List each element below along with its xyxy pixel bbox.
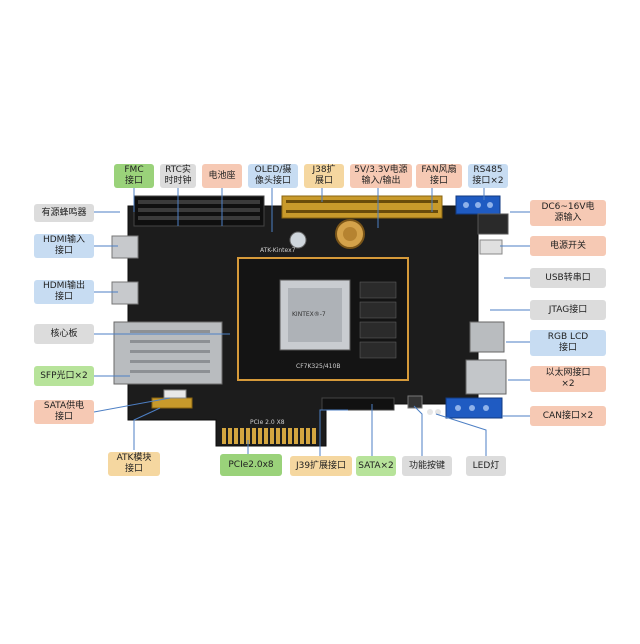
ethernet-jack (465, 359, 507, 395)
label-hdmi-out: HDMI输出 接口 (34, 280, 94, 304)
buzzer (289, 231, 307, 249)
led-group (427, 409, 441, 415)
dc-jack (477, 213, 509, 235)
func-key (407, 395, 423, 409)
label-func-key: 功能按键 (402, 456, 452, 476)
pcie-gold-fingers (222, 428, 316, 444)
label-pcie: PCIe2.0x8 (220, 454, 282, 476)
silk-board-name: ATK-Kintex7 (260, 247, 296, 254)
label-j38: J38扩 展口 (304, 164, 344, 188)
label-sata-power: SATA供电 接口 (34, 400, 94, 424)
label-hdmi-in: HDMI输入 接口 (34, 234, 94, 258)
label-led: LED灯 (466, 456, 506, 476)
label-rtc: RTC实 时时钟 (160, 164, 196, 188)
label-ethernet: 以太网接口 ×2 (530, 366, 606, 392)
sata-connector (321, 397, 395, 411)
silk-pcie: PCIe 2.0 X8 (250, 419, 285, 426)
label-power-switch: 电源开关 (530, 236, 606, 256)
sfp-holes (130, 330, 210, 373)
label-power5v: 5V/3.3V电源 输入/输出 (350, 164, 412, 188)
label-rgb-lcd: RGB LCD 接口 (530, 330, 606, 356)
power-switch-part (479, 239, 503, 255)
label-fmc: FMC 接口 (114, 164, 154, 188)
label-jtag: JTAG接口 (530, 300, 606, 320)
label-buzzer: 有源蜂鸣器 (34, 204, 94, 222)
hdmi-out-port (111, 281, 139, 305)
sata-power-connector (163, 389, 187, 399)
label-sfp: SFP光口×2 (34, 366, 94, 386)
fmc-pins (138, 200, 260, 220)
label-fan: FAN风扇 接口 (416, 164, 462, 188)
label-j39: J39扩展接口 (290, 456, 352, 476)
leader-lines (93, 188, 530, 456)
atk-module-header (151, 397, 193, 409)
label-sata: SATA×2 (356, 456, 396, 476)
label-dc-in: DC6~16V电 源输入 (530, 200, 606, 226)
silk-fpga-part: CF7K325/410B (296, 363, 340, 370)
j38-pins (286, 200, 438, 213)
label-battery: 电池座 (202, 164, 242, 188)
silk-fpga-brand: KINTEX®-7 (292, 311, 326, 318)
hdmi-in-port (111, 235, 139, 259)
rgb-lcd-connector (469, 321, 505, 353)
label-rs485: RS485 接口×2 (468, 164, 508, 188)
ddr-chips (359, 281, 397, 359)
label-usb-uart: USB转串口 (530, 268, 606, 288)
label-oled: OLED/摄 像头接口 (248, 164, 298, 188)
label-core: 核心板 (34, 324, 94, 344)
j38-header (281, 195, 443, 219)
label-atk-module: ATK模块 接口 (108, 452, 160, 476)
label-can: CAN接口×2 (530, 406, 606, 426)
